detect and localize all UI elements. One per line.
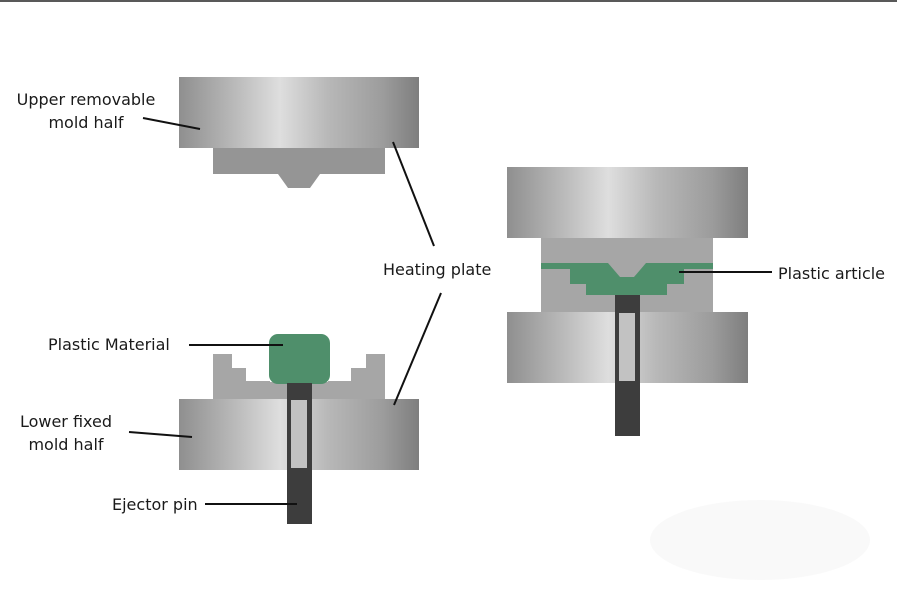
background-smudge: [650, 500, 870, 580]
lower-mold-label-line2: mold half: [28, 435, 104, 454]
leader-upper-mold: [142, 117, 201, 130]
upper-heating-plate: [179, 77, 419, 148]
upper-mold-half: [213, 148, 385, 174]
upper-mold-label: Upper removable mold half: [10, 88, 162, 134]
lower-mold-label-line1: Lower fixed: [19, 412, 113, 431]
closed-upper-plate: [507, 167, 748, 238]
plastic-article: [541, 263, 713, 295]
closed-ejector-pin-slot: [619, 313, 635, 381]
leader-lower-mold: [128, 431, 193, 438]
ejector-pin-slot: [291, 400, 307, 468]
plastic-material-label: Plastic Material: [48, 335, 170, 354]
upper-mold-punch-tip: [278, 174, 320, 188]
plastic-material-charge: [269, 334, 330, 384]
ejector-pin-label: Ejector pin: [112, 495, 198, 514]
leader-heating-plate-upper: [392, 141, 435, 247]
upper-mold-label-line2: mold half: [48, 113, 124, 132]
leader-heating-plate-lower: [393, 292, 442, 406]
heating-plate-label: Heating plate: [383, 260, 492, 279]
lower-mold-half: [213, 354, 385, 399]
lower-mold-label: Lower fixed mold half: [10, 410, 122, 456]
plastic-article-label: Plastic article: [778, 264, 886, 283]
upper-mold-label-line1: Upper removable: [16, 90, 156, 109]
